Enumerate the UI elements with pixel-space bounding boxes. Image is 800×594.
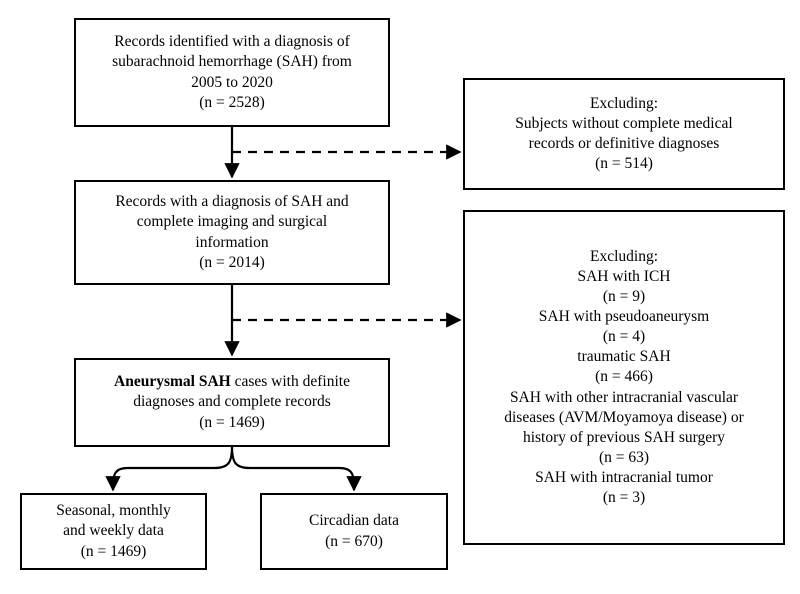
node-line: complete imaging and surgical xyxy=(136,213,328,231)
node-exclusion-non-aneurysmal: Excluding: SAH with ICH (n = 9) SAH with… xyxy=(463,210,785,545)
exclusion-item-label: traumatic SAH xyxy=(577,348,671,366)
exclusion-item-count: (n = 4) xyxy=(602,328,646,346)
exclusion-item-label: SAH with other intracranial vascular xyxy=(509,388,739,406)
node-line: 2005 to 2020 xyxy=(191,73,273,91)
node-line: Seasonal, monthly xyxy=(56,502,171,520)
aneurysmal-line-rest: cases with definite xyxy=(230,373,350,391)
exclusion-item-label: diseases (AVM/Moyamoya disease) or xyxy=(504,408,744,426)
exclusion-item-count: (n = 63) xyxy=(598,448,650,466)
exclusion-item-label: SAH with ICH xyxy=(577,267,671,285)
node-line: Records identified with a diagnosis of xyxy=(114,33,350,51)
node-exclusion-incomplete-records: Excluding: Subjects without complete med… xyxy=(463,78,785,190)
node-count: (n = 670) xyxy=(325,532,383,550)
exclusion-heading: Excluding: xyxy=(589,94,659,112)
node-circadian-data: Circadian data (n = 670) xyxy=(260,493,448,570)
node-line: diagnoses and complete records xyxy=(133,393,331,411)
node-records-identified: Records identified with a diagnosis of s… xyxy=(74,18,390,127)
node-line: records or definitive diagnoses xyxy=(528,135,720,152)
node-line: Circadian data xyxy=(309,512,399,530)
node-line: Subjects without complete medical xyxy=(515,114,733,132)
node-count: (n = 1469) xyxy=(80,542,147,560)
node-line: and weekly data xyxy=(63,522,164,540)
node-line: information xyxy=(195,233,269,251)
exclusion-item-count: (n = 466) xyxy=(595,368,653,386)
exclusion-item-count: (n = 3) xyxy=(602,489,646,507)
node-line: Records with a diagnosis of SAH and xyxy=(115,193,349,211)
exclusion-item-count: (n = 9) xyxy=(602,287,646,305)
exclusion-heading: Excluding: xyxy=(589,247,659,265)
connector-aneurysmal-to-seasonal xyxy=(105,446,234,492)
node-line: subarachnoid hemorrhage (SAH) from xyxy=(112,53,352,71)
node-count: (n = 2528) xyxy=(199,93,265,111)
node-count: (n = 1469) xyxy=(199,413,265,431)
connector-aneurysmal-to-circadian xyxy=(230,446,362,492)
node-seasonal-monthly-weekly-data: Seasonal, monthly and weekly data (n = 1… xyxy=(20,493,207,570)
node-count: (n = 2014) xyxy=(199,253,265,271)
aneurysmal-sah-bold-text: Aneurysmal SAH xyxy=(114,373,231,391)
node-aneurysmal-sah-cases: Aneurysmal SAH cases with definite diagn… xyxy=(74,358,390,447)
node-line-emphasized: Aneurysmal SAH cases with definite xyxy=(114,372,350,392)
exclusion-item-label: SAH with intracranial tumor xyxy=(535,469,713,487)
exclusion-item-label: SAH with pseudoaneurysm xyxy=(538,308,710,325)
node-count: (n = 514) xyxy=(595,155,653,173)
node-records-complete-information: Records with a diagnosis of SAH and comp… xyxy=(74,180,390,285)
exclusion-item-label: history of previous SAH surgery xyxy=(522,428,726,446)
